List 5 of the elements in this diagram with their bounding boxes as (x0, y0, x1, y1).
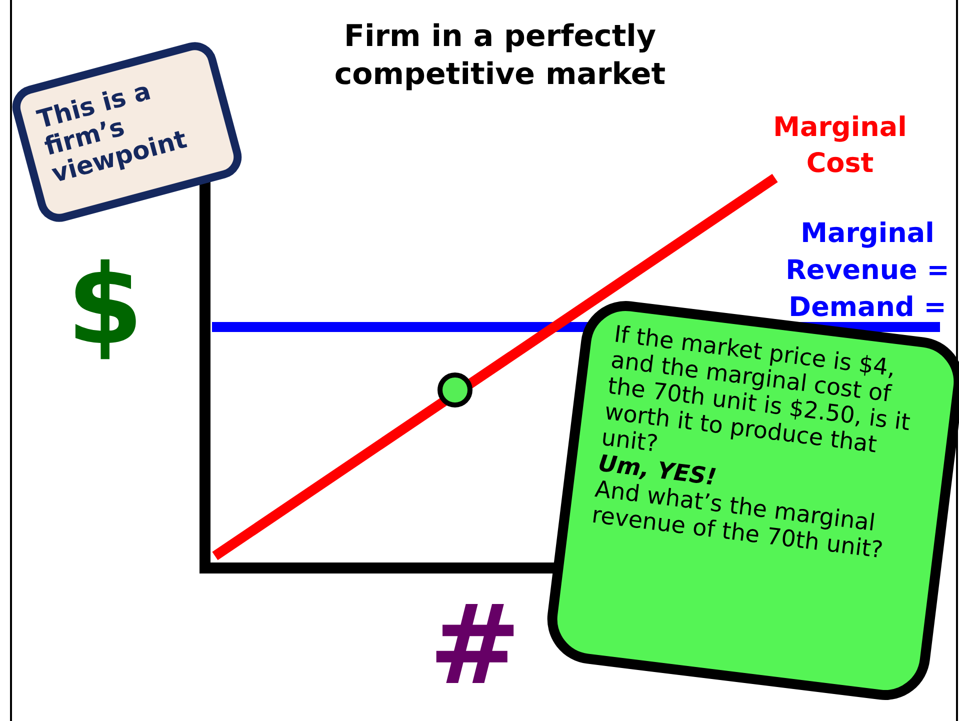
axis-label: # (428, 580, 522, 710)
curve-label: Marginal Cost (772, 111, 908, 181)
axis-label: $ (66, 240, 144, 371)
curve-label: Marginal Revenue = Demand = (784, 217, 950, 325)
chart-title: Firm in a perfectly competitive market (333, 18, 667, 94)
